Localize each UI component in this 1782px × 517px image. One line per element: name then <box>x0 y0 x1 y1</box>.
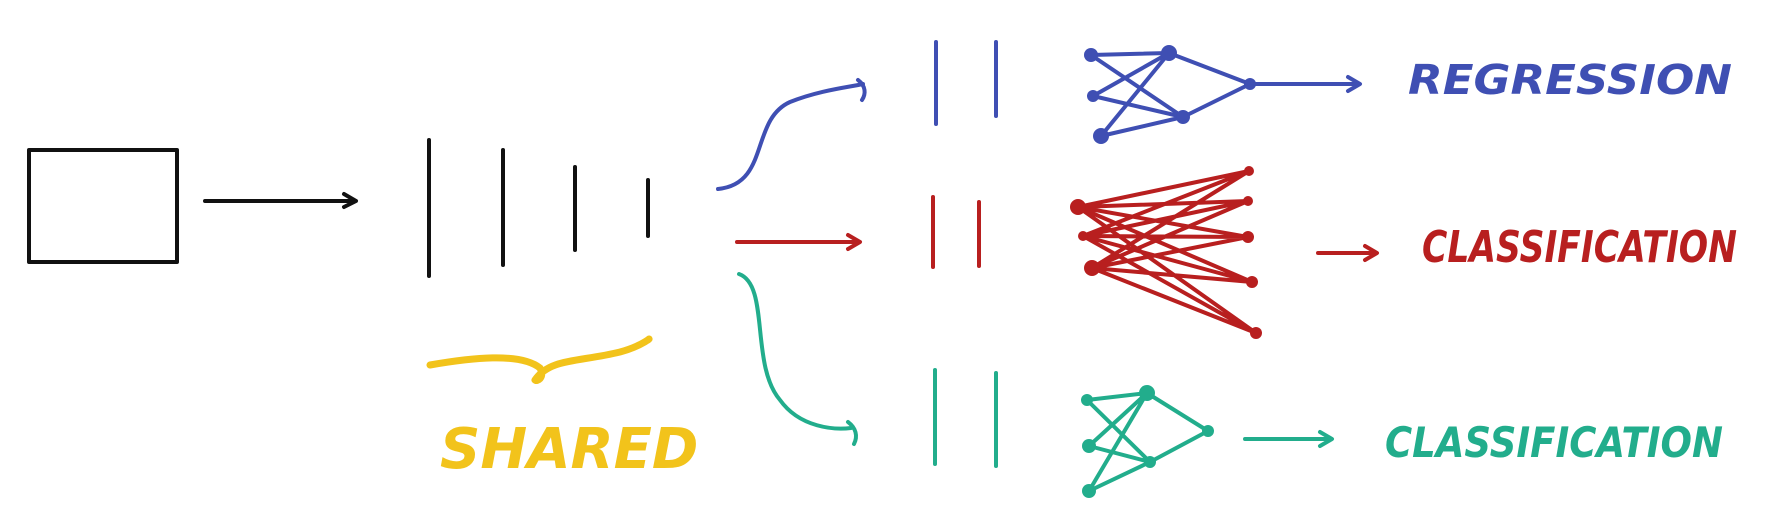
green-classification-network-icon <box>1081 385 1214 498</box>
red-classification-network-icon <box>1070 166 1262 339</box>
green-output-arrow <box>1243 430 1334 448</box>
red-output-arrow <box>1316 244 1379 262</box>
branch-arrowhead-regression <box>856 78 867 102</box>
green-classification-label: CLASSIFICATION <box>1385 418 1723 467</box>
regression-output-arrow <box>1253 75 1362 93</box>
regression-label: REGRESSION <box>1408 56 1732 104</box>
red-classification-label: CLASSIFICATION <box>1422 222 1737 273</box>
shared-brace <box>426 335 653 384</box>
input-box <box>27 148 179 264</box>
input-arrow <box>203 192 358 209</box>
branch-arrowhead-green <box>846 420 858 446</box>
branch-to-green-classification <box>737 272 853 431</box>
branch-to-regression <box>716 82 865 191</box>
regression-network-icon <box>1084 45 1256 144</box>
shared-label: SHARED <box>440 417 698 482</box>
shared-layers <box>427 138 650 278</box>
branch-arrowhead-red <box>846 233 862 251</box>
